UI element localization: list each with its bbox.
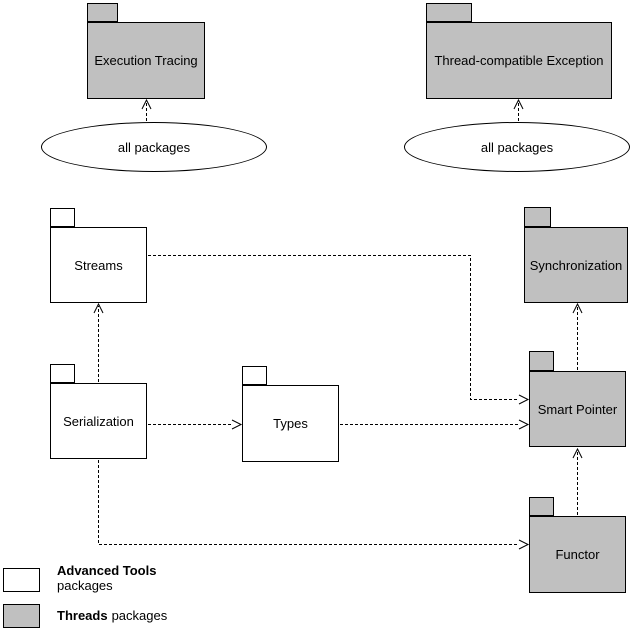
package-label: Serialization <box>63 413 134 429</box>
package-label: Synchronization <box>529 257 623 273</box>
note-all-packages-left[interactable]: all packages <box>41 122 267 172</box>
package-tab <box>242 366 267 385</box>
package-body: Thread-compatible Exception <box>426 22 612 99</box>
package-smart-pointer[interactable]: Smart Pointer <box>529 351 626 447</box>
package-types[interactable]: Types <box>242 366 339 462</box>
arrow-serialization-to-functor <box>98 460 530 550</box>
package-label: Streams <box>74 257 123 273</box>
package-tab <box>529 497 554 516</box>
note-label: all packages <box>480 139 554 155</box>
package-execution-tracing[interactable]: Execution Tracing <box>87 3 205 99</box>
package-body: Streams <box>50 227 147 303</box>
package-tab <box>50 208 75 227</box>
legend-threads-suffix: packages <box>111 608 168 623</box>
package-body: Execution Tracing <box>87 22 205 99</box>
package-body: Serialization <box>50 383 147 459</box>
package-body: Types <box>242 385 339 462</box>
package-tab <box>529 351 554 371</box>
legend-threads-name: Threads <box>57 608 108 623</box>
package-label: Smart Pointer <box>537 401 618 417</box>
package-label: Types <box>273 416 308 431</box>
arrow-streams-to-smart-pointer <box>148 255 530 405</box>
package-body: Synchronization <box>524 227 628 303</box>
package-body: Smart Pointer <box>529 371 626 447</box>
legend-entry-advanced-tools: Advanced Tools packages <box>57 563 156 593</box>
arrow-functor-to-smart-pointer <box>572 447 583 515</box>
package-label: Thread-compatible Exception <box>434 53 604 68</box>
arrow-types-to-smart-pointer <box>340 419 530 430</box>
legend-swatch-threads <box>3 604 40 628</box>
package-label: Functor <box>555 547 600 562</box>
legend-advanced-tools-suffix: packages <box>57 578 113 593</box>
legend-advanced-tools-name: Advanced Tools <box>57 563 157 578</box>
arrow-serialization-to-types <box>148 419 243 430</box>
package-thread-compatible-exception[interactable]: Thread-compatible Exception <box>426 3 612 99</box>
arrow-allpackages-to-thread-compatible-exception <box>513 98 524 121</box>
arrow-allpackages-to-execution-tracing <box>141 98 152 121</box>
package-tab <box>524 207 551 227</box>
note-label: all packages <box>117 139 191 155</box>
arrow-smart-pointer-to-synchronization <box>572 302 583 370</box>
package-serialization[interactable]: Serialization <box>50 364 147 459</box>
package-synchronization[interactable]: Synchronization <box>524 207 628 303</box>
arrow-serialization-to-streams <box>93 302 104 382</box>
legend-swatch-advanced-tools <box>3 568 40 592</box>
package-tab <box>87 3 118 22</box>
package-tab <box>50 364 75 383</box>
package-streams[interactable]: Streams <box>50 208 147 303</box>
package-label: Execution Tracing <box>94 53 198 68</box>
package-body: Functor <box>529 516 626 593</box>
note-all-packages-right[interactable]: all packages <box>404 122 630 172</box>
package-tab <box>426 3 472 22</box>
package-functor[interactable]: Functor <box>529 497 626 593</box>
